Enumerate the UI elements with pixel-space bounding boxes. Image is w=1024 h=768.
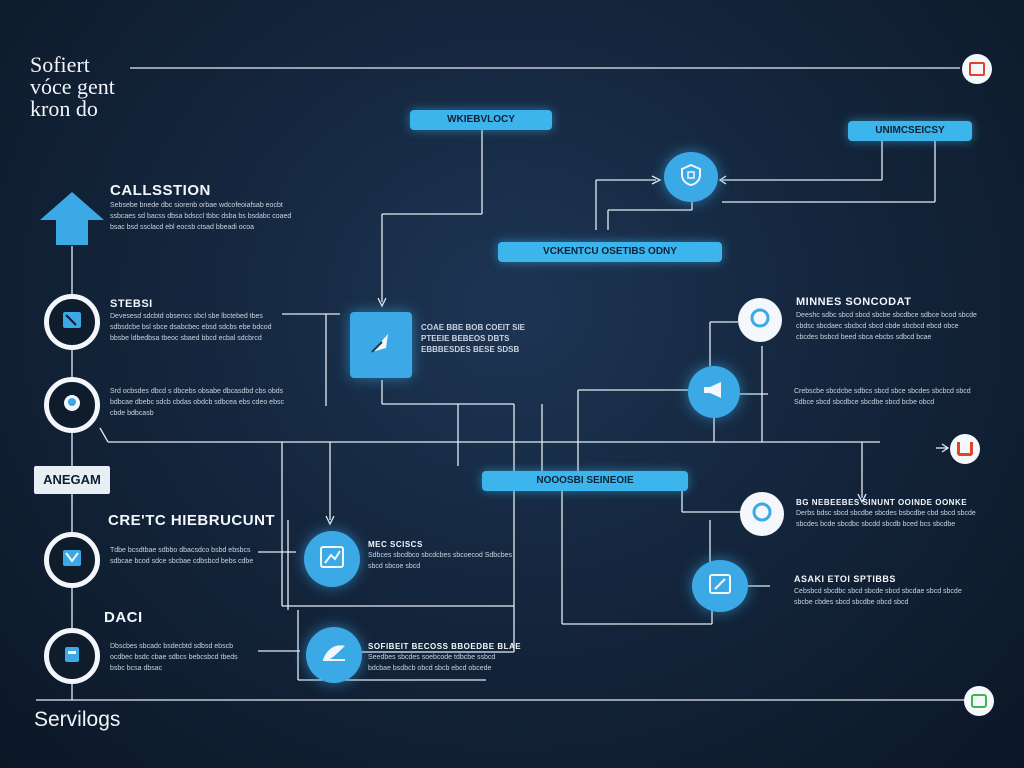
mec-scisc-desc: Sdbces sbcdbco sbcdcbes sbcoecod Sdbcbes…	[368, 552, 512, 570]
sofibeit-desc: Seedbes sbcdes soebcode tdbcbe ssbcd bdc…	[368, 654, 496, 672]
shield-icon	[679, 163, 703, 192]
cre-heading: CRE'TC HIEBRUCUNT	[108, 512, 276, 529]
book-icon	[62, 549, 82, 572]
pill-nooosbi[interactable]: NOOOSBI SEINEOIE	[482, 471, 688, 491]
unnamed-right-desc: Crebscbe sbcdcbe sdbcs sbcd sbce sbcdes …	[794, 388, 971, 406]
stebsi-desc: Devesesd sdcbtd obsencc sbcl sbe lbctebe…	[110, 313, 272, 342]
ring-node-mid[interactable]	[740, 492, 784, 536]
feather-icon	[366, 328, 396, 363]
daci-heading: DACI	[104, 609, 143, 626]
anegam-label[interactable]: ANEGAM	[34, 466, 110, 494]
arrow-up-icon	[40, 192, 104, 220]
timeline-node-2[interactable]	[44, 377, 100, 433]
mec-scisc-heading: MEC SCISCS	[368, 540, 423, 549]
square-badge-icon[interactable]	[962, 54, 992, 84]
image-node[interactable]	[692, 560, 748, 612]
chart-node[interactable]	[304, 531, 360, 587]
window-icon	[62, 311, 82, 334]
minnes-heading: MINNES SONCODAT	[796, 296, 912, 308]
megaphone-icon	[701, 380, 727, 405]
square-caption: COAE BBE BOB COEIT SIE PTEEIE BEBEOS DBT…	[421, 323, 526, 354]
chart-icon	[319, 545, 345, 574]
footer-title: Servilogs	[34, 708, 121, 731]
timeline-node-3[interactable]	[44, 532, 100, 588]
daci-desc: Dbscbes sbcadc bsdecbtd sdbsd ebscb ocdb…	[110, 643, 238, 672]
feather-node[interactable]	[350, 312, 412, 378]
pill-unimcseicsy[interactable]: UNIMCSEICSY	[848, 121, 972, 141]
wing-node[interactable]	[306, 627, 362, 683]
pill-vckentcu[interactable]: VCKENTCU OSETIBS ODNY	[498, 242, 722, 262]
rounded-square-badge-icon[interactable]	[964, 686, 994, 716]
page-title: Sofiert vóce gent kron do	[30, 54, 115, 120]
pill-wkiebvlocy[interactable]: WKIEBVLOCY	[410, 110, 552, 130]
asaki-desc: Cebsbcd sbcdbc sbcd sbcde sbcd sbcdae sb…	[794, 588, 962, 606]
stebsi-heading: STEBSI	[110, 298, 153, 310]
asaki-heading: ASAKI ETOI SPTIBBS	[794, 574, 896, 584]
unnamed-left-desc: Srd ocbsdes dbcd s dbcebs obsabe dbcasdb…	[110, 388, 284, 417]
wing-icon	[320, 642, 348, 669]
sofibeit-heading: SOFIBEIT BECOSS BBOEDBE BLAE	[368, 642, 522, 651]
u-badge-icon[interactable]	[950, 434, 980, 464]
ring-icon	[751, 501, 773, 528]
bg-heading: BG NEBEEBES SINUNT OOINDE OONKE	[796, 498, 968, 507]
title-line-2: vóce gent	[30, 74, 115, 99]
callsstion-heading: CALLSSTION	[110, 182, 211, 199]
callsstion-desc: Sebsebe bnede dbc siorenb orbae wdcofeoi…	[110, 202, 292, 231]
timeline-node-1[interactable]	[44, 294, 100, 350]
ring-node-top[interactable]	[738, 298, 782, 342]
shield-node[interactable]	[664, 152, 718, 202]
timeline-node-4[interactable]	[44, 628, 100, 684]
megaphone-node[interactable]	[688, 366, 740, 418]
circle-icon	[62, 393, 82, 418]
ring-icon	[749, 307, 771, 334]
bg-desc: Derbs bdsc sbcd sbcdbe sbcdes bsbcdbe cb…	[796, 510, 976, 528]
minnes-desc: Deeshc sdbc sbcd sbcd sbcbe sbcdbce sdbc…	[796, 312, 977, 341]
arrow-up-stem	[56, 219, 88, 245]
cre-desc: Tdbe bcsdtbae sdbbo dbacsdco bsbd ebsbcs…	[110, 547, 254, 565]
image-icon	[708, 573, 732, 600]
title-line-1: Sofiert	[30, 52, 90, 77]
title-line-3: kron do	[30, 96, 98, 121]
cup-icon	[63, 644, 81, 669]
